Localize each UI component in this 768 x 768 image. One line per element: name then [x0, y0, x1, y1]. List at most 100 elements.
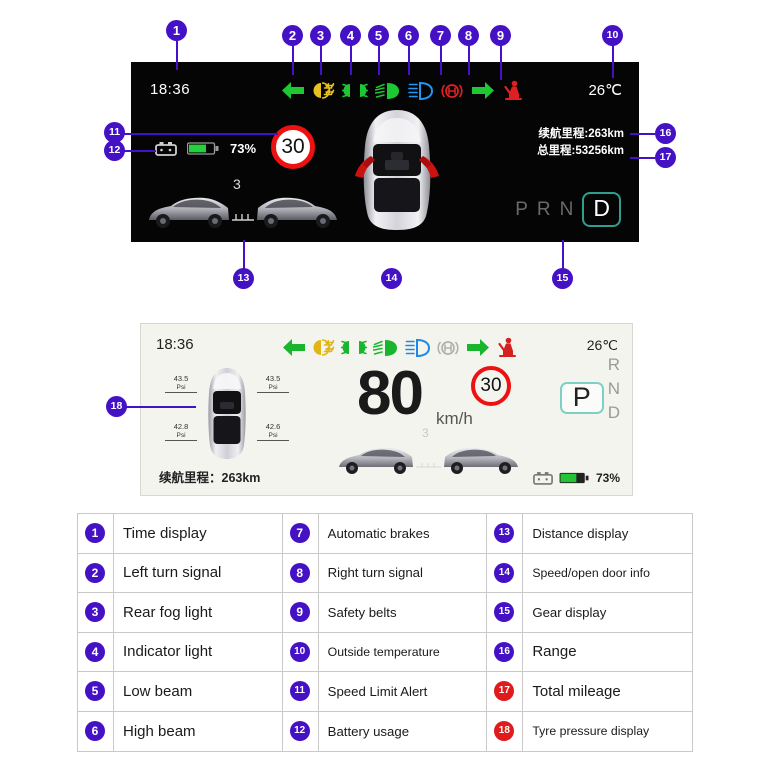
indicator-light-icon — [341, 340, 367, 355]
outside-temperature-dark: 26℃ — [588, 82, 622, 99]
high-beam-icon — [405, 338, 431, 357]
gear-option-n-dark[interactable]: N — [559, 198, 574, 220]
gear-option-p-dark[interactable]: P — [515, 198, 528, 220]
leader-line-13 — [243, 240, 245, 270]
leader-line-11 — [123, 133, 278, 135]
automatic-brake-icon — [437, 340, 459, 355]
callout-marker-4: 4 — [340, 25, 361, 46]
legend-cell-6: 6 High beam — [78, 711, 283, 751]
leader-line-15 — [562, 240, 564, 270]
battery-usage-dark: 73% — [155, 141, 256, 156]
legend-label-8: Right turn signal — [327, 565, 423, 581]
callout-marker-18: 18 — [106, 396, 127, 417]
battery-usage-light: 73% — [533, 471, 620, 485]
legend-label-7: Automatic brakes — [327, 525, 430, 541]
legend-cell-4: 4 Indicator light — [78, 632, 283, 672]
speed-unit-light: km/h — [436, 409, 473, 428]
gear-current-dark[interactable]: D — [582, 192, 621, 227]
tyre-pressure-rear-right: 42.6 Psi — [257, 422, 289, 441]
gear-option-r-dark[interactable]: R — [536, 198, 551, 220]
callout-marker-2: 2 — [282, 25, 303, 46]
legend-divider — [522, 632, 524, 671]
callout-marker-15: 15 — [552, 268, 573, 289]
legend-label-16: Range — [532, 643, 577, 661]
legend-divider — [113, 514, 114, 553]
gear-option-d-light[interactable]: D — [607, 403, 620, 422]
low-beam-icon — [375, 82, 399, 99]
leader-line-1 — [176, 40, 178, 70]
leader-line-18 — [126, 406, 196, 408]
distance-value-light: 3 — [422, 426, 429, 440]
legend-cell-8: 8 Right turn signal — [282, 553, 488, 593]
leader-line-6 — [408, 45, 410, 75]
callout-marker-10: 10 — [602, 25, 623, 46]
callout-marker-14: 14 — [381, 268, 402, 289]
legend-label-2: Left turn signal — [123, 564, 222, 582]
left-turn-signal-icon — [283, 339, 305, 356]
legend-label-14: Speed/open door info — [532, 565, 650, 580]
callout-marker-7: 7 — [430, 25, 451, 46]
legend-badge-5: 5 — [85, 681, 105, 702]
legend-divider — [522, 593, 524, 632]
callout-marker-17: 17 — [655, 147, 676, 168]
battery-terminal-icon — [155, 142, 177, 156]
automatic-brake-icon — [441, 83, 463, 98]
leader-line-3 — [320, 45, 322, 75]
legend-badge-18: 18 — [494, 721, 515, 742]
gear-option-r-light[interactable]: R — [607, 355, 620, 374]
battery-percent-light: 73% — [595, 471, 620, 485]
safety-belt-icon — [498, 337, 516, 357]
battery-level-icon — [559, 472, 589, 484]
legend-cell-3: 3 Rear fog light — [78, 593, 283, 633]
low-beam-icon — [373, 339, 397, 356]
leader-line-12 — [123, 150, 156, 152]
legend-badge-14: 14 — [494, 562, 515, 583]
legend-cell-2: 2 Left turn signal — [78, 553, 283, 593]
leader-line-2 — [292, 45, 294, 75]
legend-cell-5: 5 Low beam — [78, 672, 283, 712]
indicator-light-icon — [342, 83, 368, 98]
rear-fog-light-icon — [313, 82, 335, 99]
callout-marker-1: 1 — [166, 20, 187, 41]
battery-percent-dark: 73% — [230, 141, 257, 156]
distance-value-dark: 3 — [233, 176, 241, 192]
legend-badge-10: 10 — [289, 641, 310, 662]
leader-line-10 — [612, 45, 614, 78]
legend-table: 1 Time display 7 Automatic brakes 13 Dis… — [77, 513, 693, 752]
legend-label-6: High beam — [123, 722, 196, 740]
legend-divider — [522, 711, 524, 751]
legend-label-15: Gear display — [532, 604, 607, 620]
car-top-view-tyre-graphic — [208, 368, 246, 459]
callout-marker-8: 8 — [458, 25, 479, 46]
battery-terminal-icon — [533, 472, 553, 485]
indicator-icon-bar-dark — [280, 80, 524, 101]
car-top-view-open-door-graphic — [355, 110, 439, 230]
callout-marker-13: 13 — [233, 268, 254, 289]
gear-display-light: R N D P — [559, 354, 620, 424]
legend-cell-9: 9 Safety belts — [282, 593, 488, 633]
callout-marker-11: 11 — [104, 122, 125, 143]
legend-badge-16: 16 — [494, 641, 515, 662]
left-turn-signal-icon — [282, 82, 304, 99]
legend-badge-6: 6 — [85, 721, 105, 742]
legend-label-10: Outside temperature — [327, 644, 440, 659]
safety-belt-icon — [504, 80, 522, 100]
range-label-dark: 续航里程:263km — [538, 128, 624, 140]
legend-label-4: Indicator light — [123, 643, 213, 661]
legend-divider — [317, 514, 319, 553]
legend-divider — [317, 672, 319, 711]
indicator-icon-bar-light — [281, 337, 518, 358]
right-turn-signal-icon — [472, 82, 494, 99]
gear-option-n-light[interactable]: N — [607, 379, 620, 398]
legend-cell-18: 18 Tyre pressure display — [487, 711, 692, 751]
distance-cars-graphic-light — [339, 447, 518, 474]
legend-badge-3: 3 — [85, 602, 105, 623]
callout-marker-12: 12 — [104, 140, 125, 161]
legend-badge-12: 12 — [289, 721, 310, 742]
leader-line-5 — [378, 45, 380, 75]
rear-fog-light-icon — [313, 339, 335, 356]
callout-marker-9: 9 — [490, 25, 511, 46]
speed-limit-alert-light: 30 — [471, 366, 511, 406]
gear-current-light[interactable]: P — [559, 382, 604, 414]
legend-label-12: Battery usage — [327, 723, 410, 739]
